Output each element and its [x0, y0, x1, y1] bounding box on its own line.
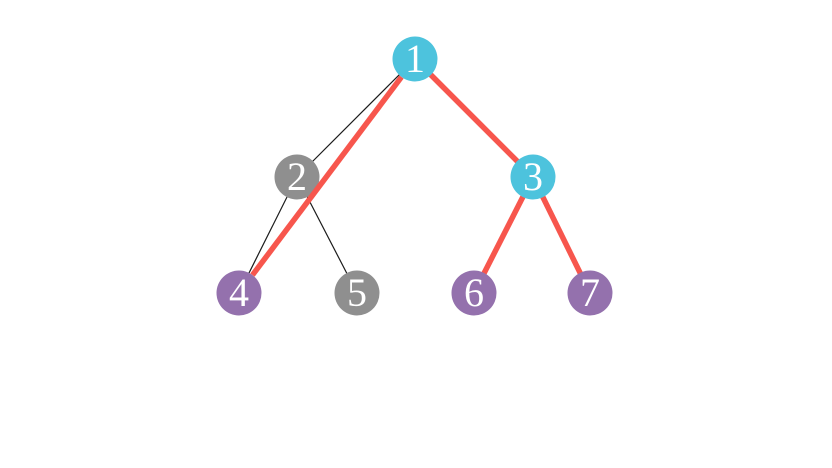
node-7-circle [567, 270, 613, 316]
node-4: 4 [216, 270, 262, 316]
node-7: 7 [567, 270, 613, 316]
node-2-circle [274, 154, 320, 200]
node-1: 1 [392, 36, 438, 82]
node-1-circle [392, 36, 438, 82]
node-5: 5 [334, 270, 380, 316]
edges-above-layer [250, 75, 404, 277]
edge-1-4 [250, 75, 404, 277]
node-6-circle [451, 270, 497, 316]
node-3-circle [510, 154, 556, 200]
node-4-circle [216, 270, 262, 316]
edge-1-2 [296, 58, 416, 178]
node-6: 6 [451, 270, 497, 316]
edge-1-3 [413, 57, 535, 179]
node-5-circle [334, 270, 380, 316]
